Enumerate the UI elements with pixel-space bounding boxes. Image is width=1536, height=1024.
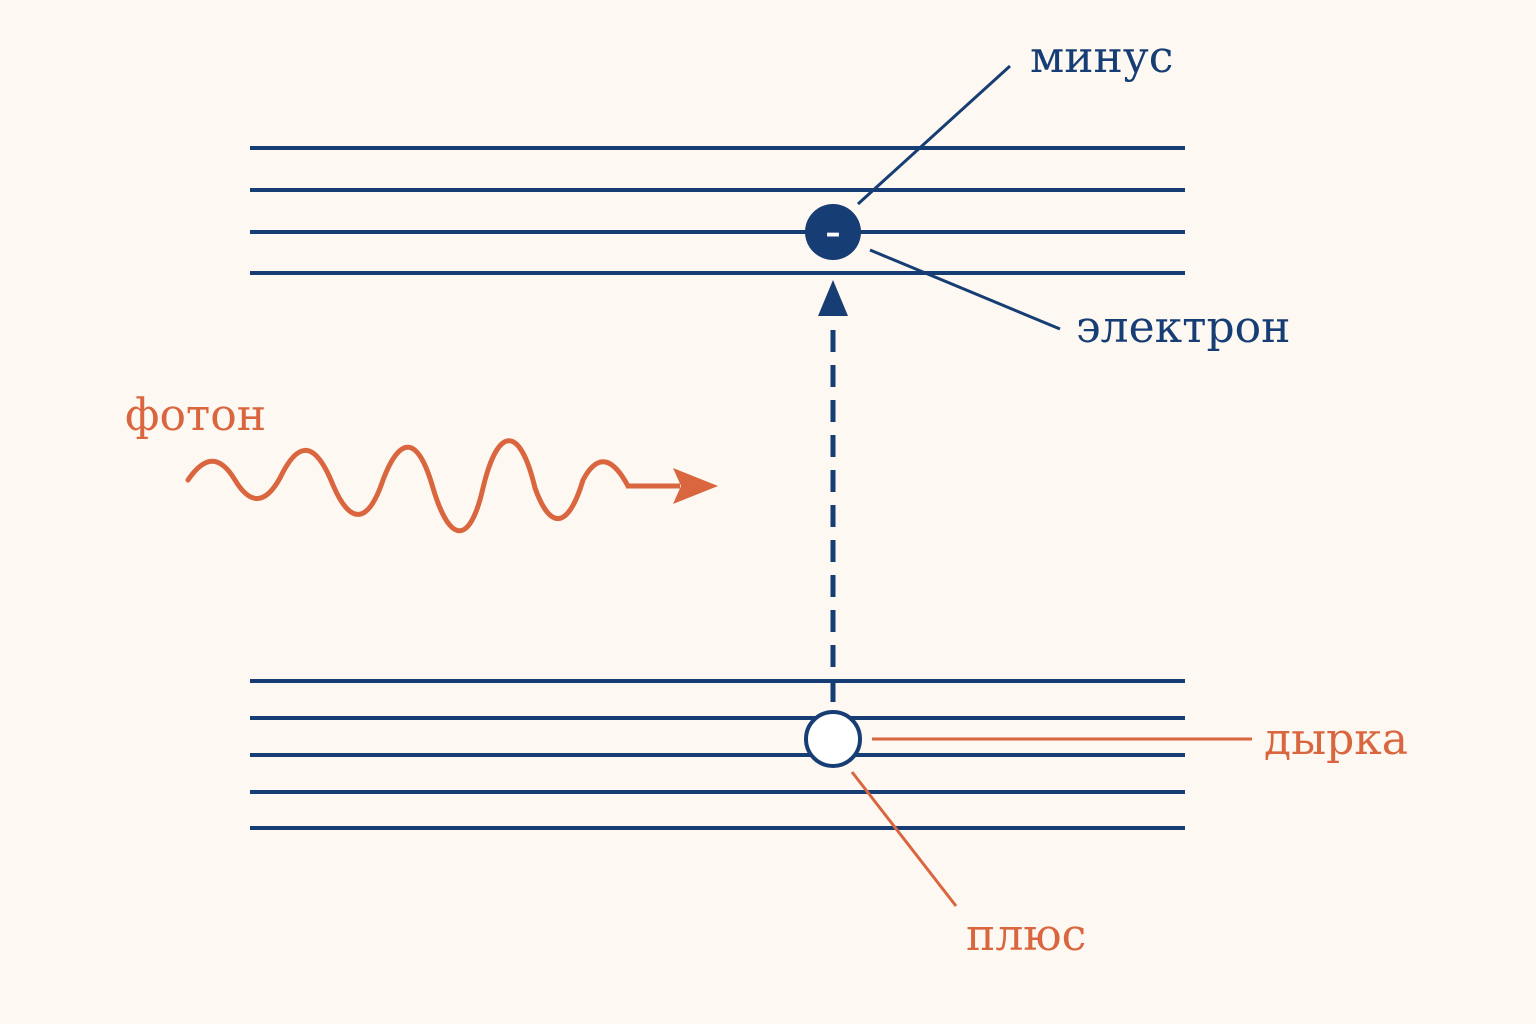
electron-minus-sign: – <box>826 216 841 251</box>
hole-circle <box>804 710 862 768</box>
electron-leader-line <box>869 248 1061 331</box>
minus-label: минус <box>1030 32 1173 83</box>
hole-label: дырка <box>1264 714 1408 765</box>
plus-leader-line <box>850 771 958 907</box>
photon-wave <box>185 438 631 534</box>
electron-circle <box>805 204 861 260</box>
photon-arrow-head <box>673 468 718 504</box>
excitation-arrow-head <box>818 280 848 316</box>
minus-leader-line <box>856 64 1012 206</box>
photon-label: фотон <box>125 390 266 441</box>
valence-band <box>250 679 1185 830</box>
plus-label: плюс <box>966 910 1086 961</box>
electron-label: электрон <box>1076 302 1290 353</box>
electron: – <box>805 204 861 260</box>
conduction-band <box>250 146 1185 275</box>
